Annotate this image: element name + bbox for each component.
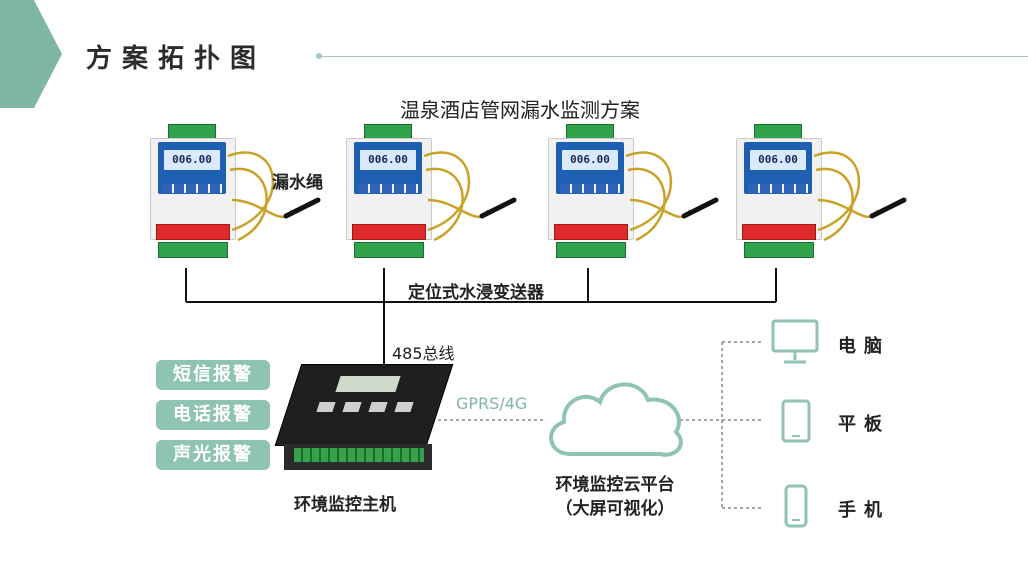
- cloud-icon: [549, 382, 683, 457]
- leak-rope-3: [625, 151, 719, 242]
- device-reading: 006.00: [164, 150, 220, 170]
- computer-label: 电脑: [838, 336, 890, 357]
- water-leak-transmitter-2: 006.00: [346, 124, 432, 264]
- sms-alert-badge: 短信报警: [156, 360, 270, 390]
- water-leak-transmitter-1: 006.00: [150, 124, 236, 264]
- phone-alert-badge: 电话报警: [156, 400, 270, 430]
- leak-rope-label: 漏水绳: [272, 173, 323, 193]
- device-reading: 006.00: [562, 150, 618, 170]
- diagram-title: 温泉酒店管网漏水监测方案: [400, 98, 640, 122]
- tablet-icon: [781, 399, 811, 443]
- phone-label: 手机: [838, 500, 890, 521]
- bus-label: 485总线: [392, 344, 455, 363]
- tablet-label: 平板: [838, 414, 890, 435]
- host-label: 环境监控主机: [294, 495, 396, 515]
- device-reading: 006.00: [750, 150, 806, 170]
- light-sound-alert-badge: 声光报警: [156, 440, 270, 470]
- device-reading: 006.00: [360, 150, 416, 170]
- transmitter-label: 定位式水浸变送器: [408, 283, 544, 303]
- leak-rope-1: [227, 151, 321, 242]
- phone-icon: [784, 484, 808, 528]
- environment-monitoring-host: [274, 364, 454, 480]
- cloud-platform-sublabel: （大屏可视化）: [555, 499, 675, 519]
- water-leak-transmitter-4: 006.00: [736, 124, 822, 264]
- gprs-4g-label: GPRS/4G: [456, 394, 528, 413]
- cloud-platform-label: 环境监控云平台: [555, 475, 675, 495]
- page-title: 方案拓扑图: [86, 44, 267, 74]
- computer-icon: [771, 319, 819, 364]
- leak-rope-4: [813, 151, 907, 242]
- leak-rope-2: [423, 151, 517, 242]
- title-rule: [318, 56, 1028, 57]
- water-leak-transmitter-3: 006.00: [548, 124, 634, 264]
